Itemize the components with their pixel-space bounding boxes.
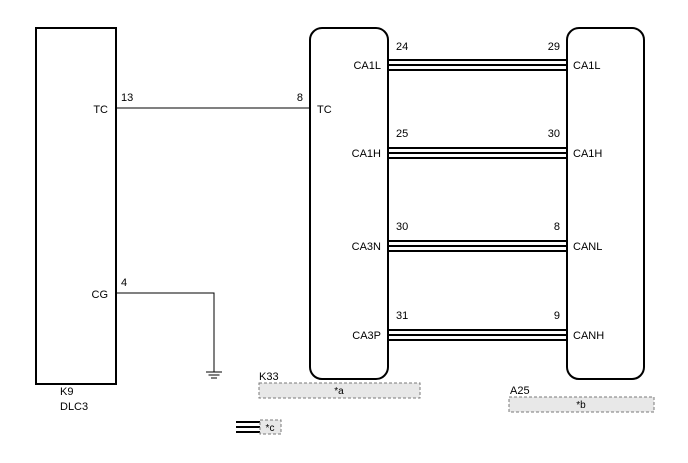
k33-placeholder-text: *a xyxy=(334,386,344,397)
legend-placeholder-box xyxy=(259,419,282,435)
a25-pin-ca1l-number: 29 xyxy=(548,41,560,53)
a25-pin-ca1h-number: 30 xyxy=(548,128,560,140)
a25-pin-canh-number: 9 xyxy=(554,310,560,322)
k33-connector-id: K33 xyxy=(259,371,279,383)
k33-pin-tc-label: TC xyxy=(317,104,332,116)
dlc3-pin-cg-number: 4 xyxy=(121,277,127,289)
a25-placeholder-text: *b xyxy=(576,400,586,411)
dlc3-connector-id: K9 xyxy=(60,386,73,398)
a25-pin-ca1h-label: CA1H xyxy=(573,148,602,160)
cg-ground-wire xyxy=(116,292,215,372)
a25-pin-canl-number: 8 xyxy=(554,221,560,233)
k33-pin-ca3p-label: CA3P xyxy=(352,330,381,342)
dlc3-connector-block xyxy=(35,27,117,385)
a25-pin-canl-label: CANL xyxy=(573,241,602,253)
k33-placeholder-box xyxy=(258,382,421,399)
k33-pin-ca3p-number: 31 xyxy=(396,310,408,322)
dlc3-pin-tc-label: TC xyxy=(93,104,108,116)
dlc3-pin-tc-number: 13 xyxy=(121,92,133,104)
a25-placeholder-box xyxy=(508,396,655,413)
dlc3-pin-cg-label: CG xyxy=(92,289,109,301)
bus-canh xyxy=(388,329,567,341)
a25-ecu-block xyxy=(566,27,645,380)
legend-bus-icon xyxy=(236,421,260,433)
bus-ca1h xyxy=(388,147,567,159)
k33-pin-ca1l-number: 24 xyxy=(396,41,408,53)
k33-ecu-block xyxy=(309,27,389,380)
k33-pin-ca1h-number: 25 xyxy=(396,128,408,140)
k33-pin-ca1l-label: CA1L xyxy=(353,60,381,72)
k33-pin-ca3n-number: 30 xyxy=(396,221,408,233)
k33-pin-tc-number: 8 xyxy=(297,92,303,104)
a25-connector-id: A25 xyxy=(510,385,530,397)
k33-pin-ca1h-label: CA1H xyxy=(352,148,381,160)
k33-pin-ca3n-label: CA3N xyxy=(352,241,381,253)
ground-icon xyxy=(206,371,222,379)
legend-placeholder-text: *c xyxy=(266,423,275,434)
dlc3-connector-name: DLC3 xyxy=(60,401,88,413)
bus-canl xyxy=(388,240,567,252)
bus-ca1l xyxy=(388,59,567,71)
a25-pin-ca1l-label: CA1L xyxy=(573,60,601,72)
a25-pin-canh-label: CANH xyxy=(573,330,604,342)
